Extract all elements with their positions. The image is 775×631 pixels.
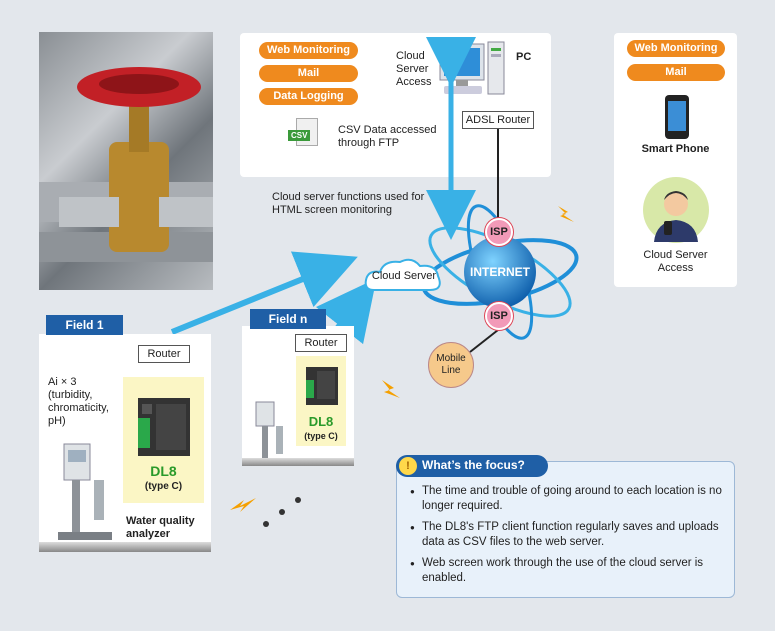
field1-device-type: (type C) (144, 481, 183, 492)
csv-icon-text: CSV (288, 130, 311, 141)
cloud-server: Cloud Server (364, 256, 444, 296)
isp-bottom: ISP (485, 302, 513, 330)
right-cloud-access-label: Cloud Server Access (643, 249, 708, 274)
focus-bullet: The time and trouble of going around to … (410, 484, 726, 514)
isp-top: ISP (485, 218, 513, 246)
cloud-server-access-label: Cloud Server Access (396, 50, 432, 88)
analyzer-label: Water quality analyzer (126, 515, 195, 540)
mobile-line-label: Mobile Line (436, 353, 466, 376)
fieldn-analyzer-icon (255, 401, 283, 460)
focus-title: What’s the focus? (422, 458, 525, 472)
dl8-device-icon (138, 398, 190, 456)
adsl-router: ADSL Router (462, 111, 534, 129)
field1-router: Router (138, 345, 190, 363)
lightbulb-icon: ! (399, 457, 417, 475)
data-logging-pill: Data Logging (259, 88, 358, 105)
right-mail-pill: Mail (627, 64, 725, 81)
focus-title-bar: ! What’s the focus? (396, 455, 548, 477)
person-icon (643, 177, 709, 243)
water-analyzer-icon (58, 443, 112, 540)
fieldn-tab: Field n (250, 309, 326, 329)
field1-pipe (39, 542, 211, 552)
internet-label: INTERNET (470, 265, 530, 279)
csv-file-icon: CSV (288, 118, 320, 148)
fieldn-dl8-device-icon (306, 367, 338, 405)
right-web-monitoring-pill: Web Monitoring (627, 40, 725, 57)
cloud-server-label: Cloud Server (371, 270, 437, 282)
smartphone-icon (665, 95, 689, 139)
fieldn-device-name: DL8 (308, 414, 334, 429)
mobile-line: Mobile Line (428, 342, 474, 388)
focus-bullets: The time and trouble of going around to … (410, 484, 726, 592)
focus-bullet: The DL8's FTP client function regularly … (410, 520, 726, 550)
focus-bullet: Web screen work through the use of the c… (410, 556, 726, 586)
web-monitoring-pill: Web Monitoring (259, 42, 358, 59)
smartphone-label: Smart Phone (641, 143, 710, 155)
fieldn-device-type: (type C) (304, 431, 338, 441)
field1-device-name: DL8 (150, 463, 177, 479)
field1-tab: Field 1 (46, 315, 123, 335)
mail-pill: Mail (259, 65, 358, 82)
csv-caption: CSV Data accessed through FTP (338, 124, 437, 149)
valve-photo (39, 32, 213, 290)
ai-label: Ai × 3 (turbidity, chromaticity, pH) (48, 376, 109, 427)
fieldn-pipe (242, 458, 354, 466)
cloud-functions-caption: Cloud server functions used for HTML scr… (272, 191, 425, 216)
fieldn-router: Router (295, 334, 347, 352)
pc-label: PC (516, 51, 532, 63)
